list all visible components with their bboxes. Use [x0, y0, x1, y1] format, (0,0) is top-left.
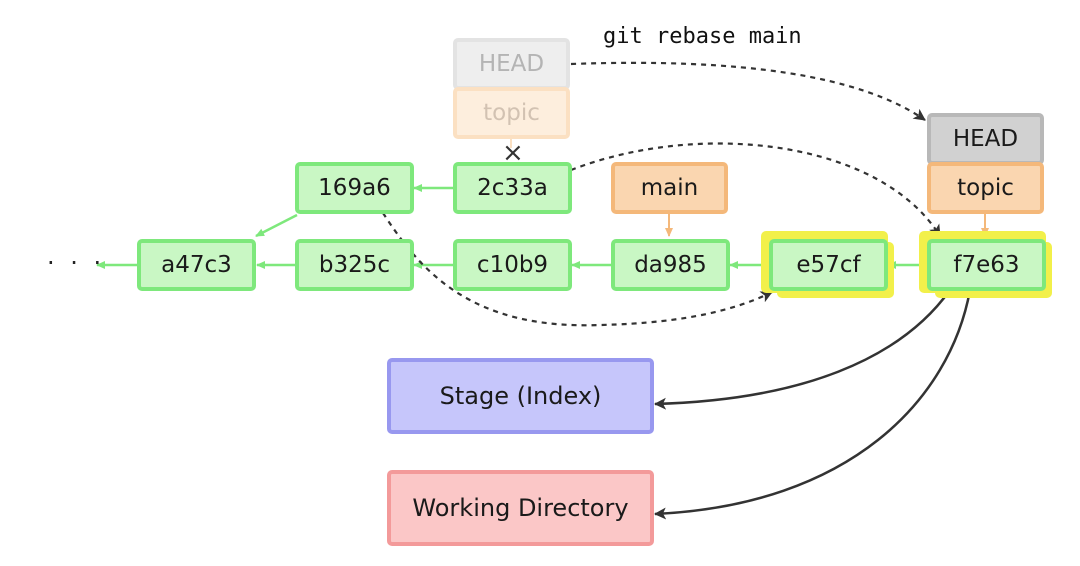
commit-169a6: 169a6 — [295, 162, 414, 214]
commit-f7e63: f7e63 — [927, 239, 1046, 291]
commit-e57cf: e57cf — [769, 239, 888, 291]
ellipsis: · · · — [47, 249, 106, 277]
old-head-ref: HEAD — [453, 38, 570, 90]
cross-mark: × — [502, 138, 524, 168]
commit-c10b9: c10b9 — [453, 239, 572, 291]
move-2c33a-to-f7e63-arrow — [570, 142, 941, 237]
main-ref: main — [611, 162, 728, 214]
commit-da985: da985 — [611, 239, 730, 291]
stage-index-box: Stage (Index) — [387, 358, 654, 434]
working-directory-box: Working Directory — [387, 470, 654, 546]
move-head-arrow — [570, 61, 926, 121]
commit-a47c3: a47c3 — [137, 239, 256, 291]
old-topic-ref: topic — [453, 87, 570, 139]
head-ref: HEAD — [927, 113, 1044, 165]
command-label: git rebase main — [603, 24, 802, 49]
link-169a6-a47c3 — [255, 213, 298, 238]
commit-b325c: b325c — [295, 239, 414, 291]
move-169a6-to-e57cf-arrow — [382, 212, 773, 327]
f7e63-to-stage-arrow — [654, 289, 952, 410]
f7e63-to-workdir-arrow — [654, 289, 972, 520]
topic-ref: topic — [927, 162, 1044, 214]
commit-2c33a: 2c33a — [453, 162, 572, 214]
